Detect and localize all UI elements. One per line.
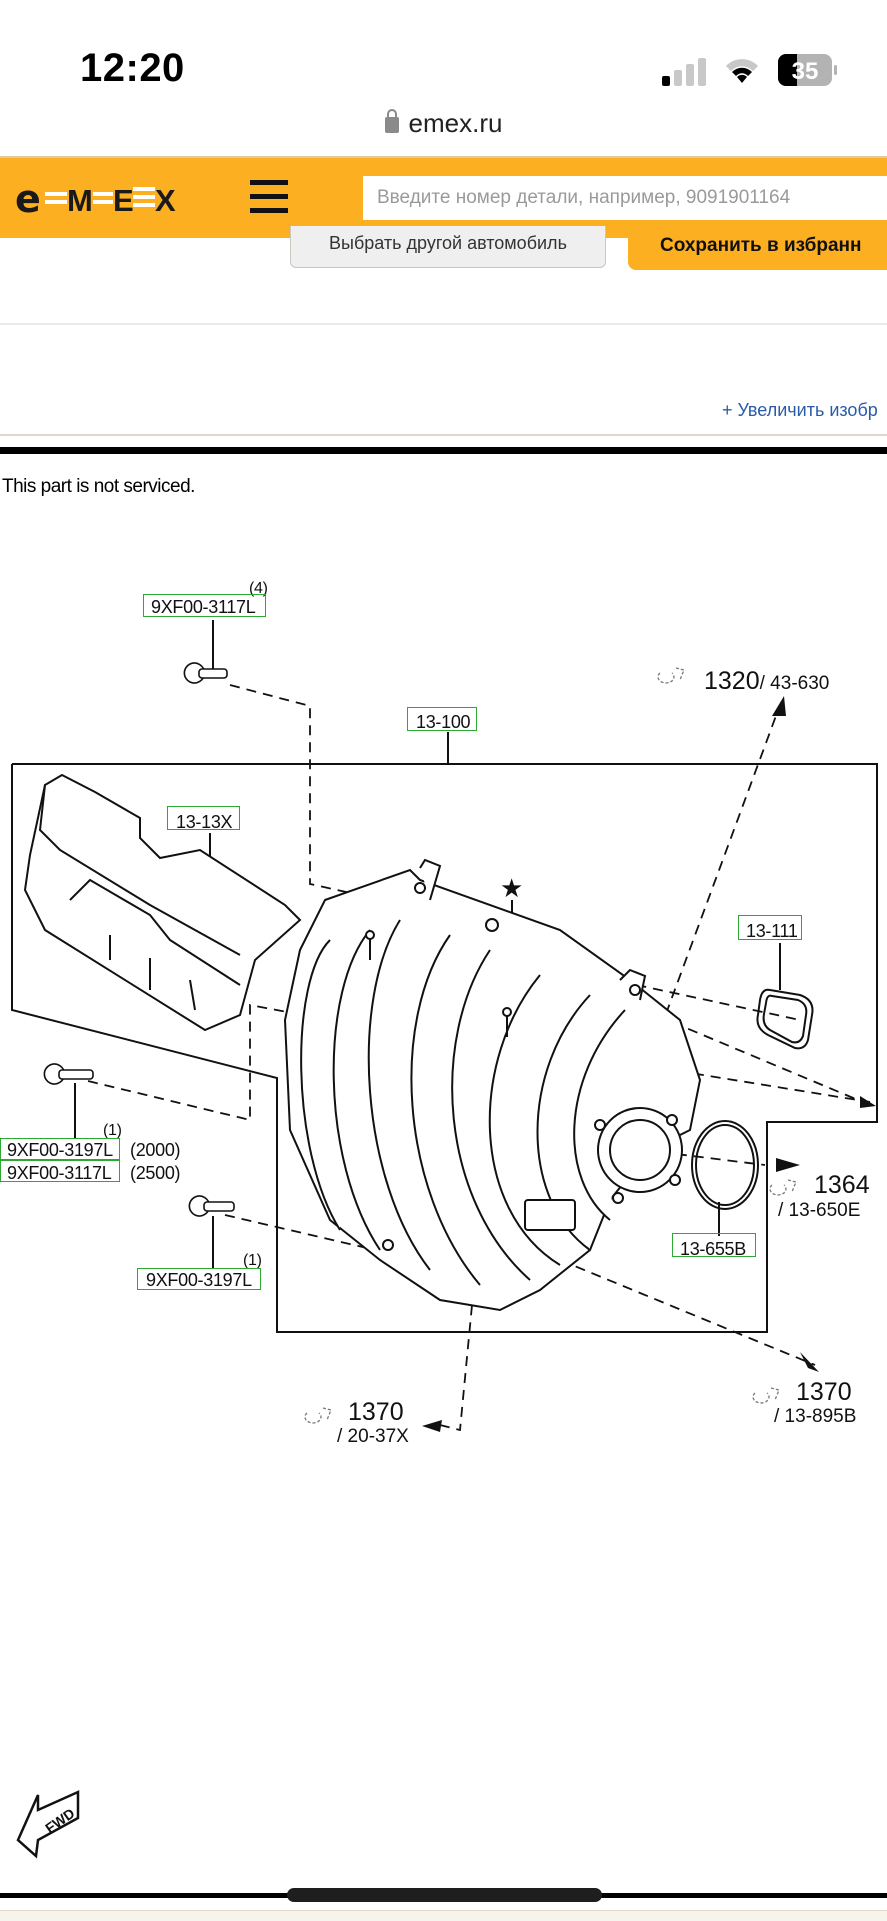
star-marker: ★ (500, 873, 524, 903)
svg-text:e: e (15, 180, 41, 216)
reference-book-icon (657, 667, 685, 684)
part-number-9XF00-3117L[interactable]: 9XF00-3117L (7, 1163, 112, 1183)
part-number-9XF00-3197L[interactable]: 9XF00-3197L (7, 1140, 113, 1160)
reference-book-icon (769, 1179, 797, 1196)
reference-book-icon (752, 1387, 780, 1404)
home-indicator[interactable] (287, 1888, 602, 1902)
part-highlight-box[interactable] (143, 594, 266, 617)
engine-cover-drawing (23, 773, 302, 1032)
part-highlight-box[interactable] (407, 707, 477, 731)
part-number-13-111[interactable]: 13-111 (746, 921, 798, 941)
diagram-top-border (0, 447, 887, 454)
intake-manifold-drawing (283, 858, 702, 1312)
reference-1320[interactable]: 1320/ 43-630 (704, 667, 830, 695)
battery-level: 35 (792, 58, 819, 85)
parts-diagram: This part is not serviced. (0, 456, 887, 1886)
reference-1370[interactable]: 1370 (348, 1398, 404, 1426)
reference-13-650E: / 13-650E (778, 1200, 861, 1221)
part-highlight-box[interactable] (738, 915, 802, 940)
wifi-icon (726, 59, 758, 83)
emex-logo[interactable]: e M E X (15, 180, 183, 216)
lock-icon (384, 109, 399, 133)
cellular-signal-icon (662, 58, 706, 86)
part-highlight-box[interactable] (672, 1233, 756, 1257)
status-time: 12:20 (80, 46, 185, 90)
part-qty: (4) (249, 580, 268, 597)
part-highlight-box[interactable] (137, 1268, 261, 1290)
arrowhead (860, 1096, 876, 1108)
bolt-lower-icon (188, 1195, 235, 1217)
part-highlight-box[interactable] (0, 1138, 120, 1160)
gasket-13-111-drawing (756, 988, 814, 1050)
part-highlight-box[interactable] (167, 806, 240, 830)
reference-book-icon (304, 1407, 332, 1424)
divider (0, 434, 887, 436)
hamburger-menu-icon[interactable] (250, 180, 288, 214)
diagram-drawing: FWD (11, 620, 878, 1859)
bolt-left-icon (43, 1063, 94, 1085)
part-number-13-13X[interactable]: 13-13X (176, 812, 233, 832)
arrowhead (772, 696, 786, 716)
reference-1364[interactable]: 1364 (814, 1171, 870, 1199)
part-highlight-box[interactable] (0, 1160, 120, 1182)
battery-icon: 35 (778, 54, 838, 86)
forward-direction-icon: FWD (16, 1790, 80, 1859)
part-number-9XF00-3197L[interactable]: 9XF00-3197L (146, 1270, 252, 1290)
enlarge-image-link[interactable]: + Увеличить изобр (722, 400, 878, 420)
address-bar[interactable]: emex.ru (0, 108, 887, 139)
part-number-9XF00-3117L[interactable]: 9XF00-3117L (151, 597, 256, 617)
reference-1370[interactable]: 1370 (796, 1378, 852, 1406)
reference-13-895B: / 13-895B (774, 1406, 857, 1427)
part-qty: (1) (103, 1122, 122, 1139)
assembly-outline (11, 763, 878, 1333)
arrowhead (800, 1352, 819, 1372)
svg-text:E: E (113, 183, 134, 216)
arrowhead (776, 1158, 800, 1172)
svg-text:M: M (67, 183, 93, 216)
diagram-note: This part is not serviced. (2, 476, 195, 497)
part-number-13-100[interactable]: 13-100 (416, 712, 471, 732)
reference-20-37X: / 20-37X (337, 1426, 409, 1447)
header-top-border (0, 156, 887, 158)
part-qty: (1) (243, 1252, 262, 1269)
part-variant: (2500) (130, 1163, 181, 1183)
bolt-top-icon (183, 662, 228, 684)
part-variant: (2000) (130, 1140, 181, 1160)
bottom-edge (0, 1910, 887, 1921)
choose-other-car-button[interactable]: Выбрать другой автомобиль (290, 226, 606, 268)
divider (0, 323, 887, 325)
save-to-favorites-button[interactable]: Сохранить в избранн (628, 226, 887, 270)
url-text: emex.ru (408, 108, 503, 138)
gasket-13-655B-drawing (691, 1120, 759, 1210)
part-number-search-input[interactable] (363, 176, 887, 220)
part-number-13-655B[interactable]: 13-655B (680, 1239, 746, 1259)
svg-text:X: X (155, 183, 176, 216)
arrowhead (422, 1420, 442, 1432)
